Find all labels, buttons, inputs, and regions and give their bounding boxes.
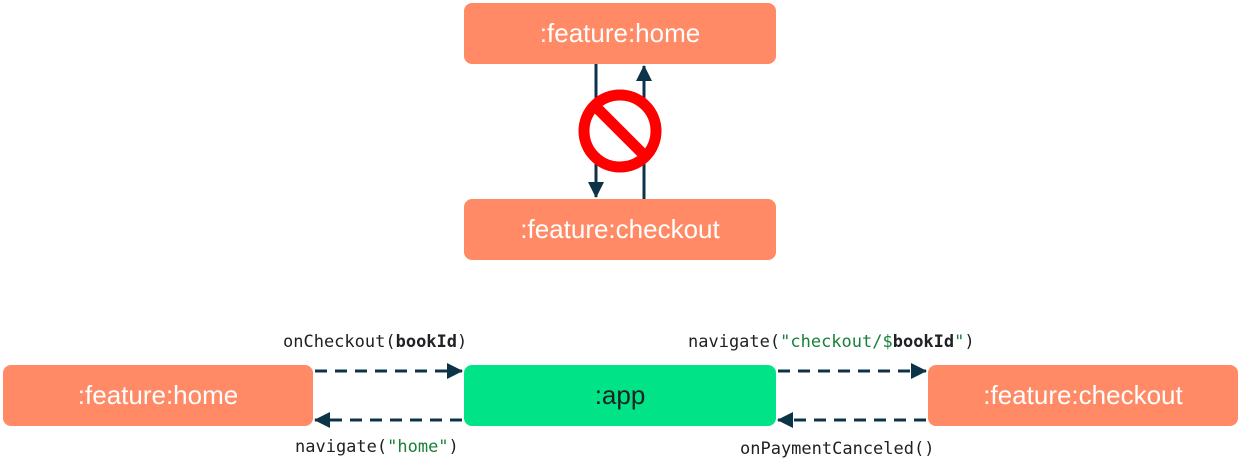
prohibited-icon: [578, 89, 662, 173]
top-feature-home-box: :feature:home: [464, 3, 776, 64]
top-feature-home-label: :feature:home: [539, 18, 701, 48]
bottom-feature-home-box: :feature:home: [3, 365, 313, 426]
bottom-feature-checkout-label: :feature:checkout: [983, 380, 1183, 410]
on-payment-canceled-label: onPaymentCanceled(): [740, 439, 935, 459]
app-box: :app: [464, 365, 776, 426]
top-feature-checkout-box: :feature:checkout: [464, 199, 776, 260]
bottom-feature-checkout-box: :feature:checkout: [928, 365, 1238, 426]
top-feature-checkout-label: :feature:checkout: [520, 214, 720, 244]
app-label: :app: [594, 380, 646, 410]
on-checkout-label: onCheckout(bookId): [283, 332, 468, 352]
navigate-home-label: navigate("home"): [295, 437, 459, 457]
navigate-checkout-label: navigate("checkout/$bookId"): [688, 332, 975, 352]
bottom-feature-home-label: :feature:home: [77, 380, 239, 410]
